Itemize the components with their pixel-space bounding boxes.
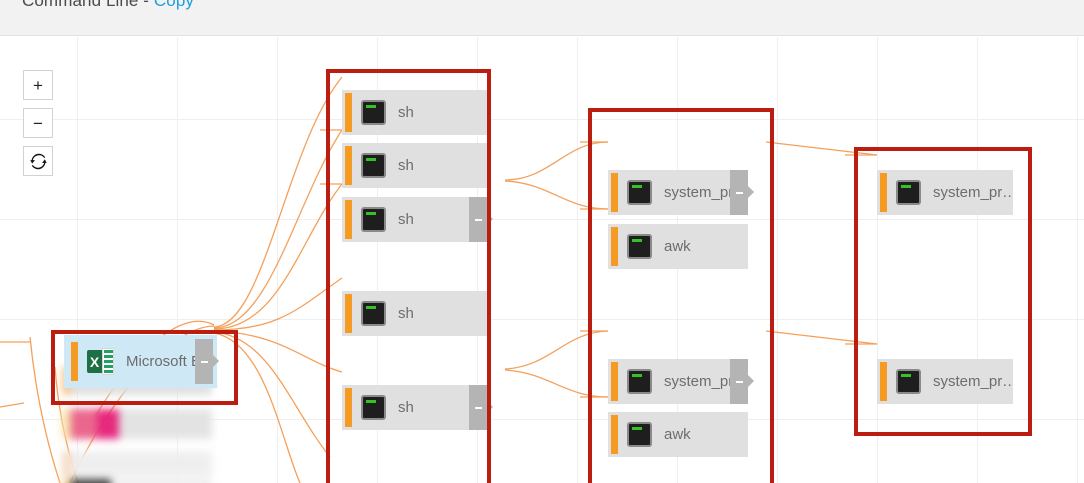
copy-link[interactable]: Copy bbox=[153, 0, 194, 10]
zoom-out-button[interactable]: − bbox=[23, 108, 53, 138]
edge-sh5-sysp2 bbox=[504, 330, 609, 370]
graph-node-sh1[interactable]: sh bbox=[342, 90, 487, 135]
node-accent-bar bbox=[345, 388, 352, 427]
node-accent-bar bbox=[345, 93, 352, 132]
edge-excel-blur1 bbox=[213, 331, 331, 458]
refresh-icon bbox=[29, 153, 47, 169]
minus-icon bbox=[735, 380, 743, 383]
graph-node-sysp3[interactable]: system_pr… bbox=[877, 170, 1013, 215]
graph-node-sh3[interactable]: sh bbox=[342, 197, 493, 242]
node-label: system_pr… bbox=[664, 373, 730, 390]
blurred-node bbox=[62, 479, 212, 483]
graph-node-excel[interactable]: X Microsoft E… bbox=[64, 335, 219, 388]
edge-sh3-sysp1 bbox=[504, 141, 609, 181]
terminal-icon bbox=[361, 301, 386, 326]
node-accent-bar bbox=[345, 200, 352, 239]
node-collapse-handle[interactable] bbox=[469, 385, 493, 430]
terminal-icon bbox=[896, 369, 921, 394]
blurred-node bbox=[62, 409, 212, 439]
node-collapse-handle[interactable] bbox=[469, 197, 493, 242]
edge-sh5-awk2 bbox=[504, 369, 609, 398]
minus-icon: − bbox=[33, 113, 43, 133]
node-label: awk bbox=[664, 238, 691, 255]
terminal-icon bbox=[627, 234, 652, 259]
terminal-icon bbox=[627, 422, 652, 447]
edge-excel-blur2 bbox=[213, 332, 301, 483]
edge-sysp1-sysp3 bbox=[765, 141, 878, 156]
node-accent-bar bbox=[345, 294, 352, 333]
zoom-in-button[interactable]: + bbox=[23, 70, 53, 100]
terminal-icon bbox=[361, 100, 386, 125]
node-accent-bar bbox=[611, 227, 618, 266]
node-label: Microsoft E… bbox=[126, 353, 195, 370]
terminal-icon bbox=[361, 207, 386, 232]
graph-node-sysp4[interactable]: system_pr… bbox=[877, 359, 1013, 404]
node-label: system_pr… bbox=[933, 373, 1013, 390]
node-accent-bar bbox=[880, 362, 887, 401]
node-accent-bar bbox=[880, 173, 887, 212]
edge-excel-sh4 bbox=[213, 277, 343, 331]
node-label: sh bbox=[398, 305, 414, 322]
graph-node-sh4[interactable]: sh bbox=[342, 291, 487, 336]
node-label: awk bbox=[664, 426, 691, 443]
node-label: sh bbox=[398, 399, 414, 416]
window-header: Command Line - Copy bbox=[0, 0, 1084, 36]
minus-icon bbox=[200, 360, 208, 363]
node-label: system_pr… bbox=[933, 184, 1013, 201]
edge-excel-sh3 bbox=[213, 183, 343, 330]
node-accent-bar bbox=[611, 362, 618, 401]
graph-node-awk2[interactable]: awk bbox=[608, 412, 748, 457]
graph-node-sh5[interactable]: sh bbox=[342, 385, 493, 430]
minus-icon bbox=[474, 218, 482, 221]
edge-excel-sh5 bbox=[213, 330, 343, 373]
node-accent-bar bbox=[345, 146, 352, 185]
page-title: Command Line - Copy bbox=[22, 0, 194, 11]
graph-node-awk1[interactable]: awk bbox=[608, 224, 748, 269]
zoom-controls: + − bbox=[23, 70, 53, 184]
minus-icon bbox=[735, 191, 743, 194]
terminal-icon bbox=[361, 395, 386, 420]
excel-icon: X bbox=[87, 348, 114, 375]
graph-node-sysp1[interactable]: system_pr… bbox=[608, 170, 754, 215]
graph-node-sh2[interactable]: sh bbox=[342, 143, 487, 188]
page-title-text: Command Line - bbox=[22, 0, 154, 10]
node-label: sh bbox=[398, 157, 414, 174]
node-label: system_pr… bbox=[664, 184, 730, 201]
node-accent-bar bbox=[611, 173, 618, 212]
node-collapse-handle[interactable] bbox=[730, 170, 754, 215]
terminal-icon bbox=[627, 180, 652, 205]
edge-sysp2-sysp4 bbox=[765, 330, 878, 345]
node-collapse-handle[interactable] bbox=[195, 339, 219, 384]
node-accent-bar bbox=[611, 415, 618, 454]
node-label: sh bbox=[398, 211, 414, 228]
node-label: sh bbox=[398, 104, 414, 121]
terminal-icon bbox=[361, 153, 386, 178]
graph-node-sysp2[interactable]: system_pr… bbox=[608, 359, 754, 404]
edge-blur-left3 bbox=[29, 336, 61, 483]
terminal-icon bbox=[896, 180, 921, 205]
node-accent-bar bbox=[71, 342, 78, 381]
edge-excel-sh2 bbox=[213, 129, 343, 329]
terminal-icon bbox=[627, 369, 652, 394]
edge-sh3-awk1 bbox=[504, 180, 609, 210]
blurred-node-cluster bbox=[62, 367, 222, 483]
node-collapse-handle[interactable] bbox=[730, 359, 754, 404]
minus-icon bbox=[474, 406, 482, 409]
zoom-reset-button[interactable] bbox=[23, 146, 53, 176]
edge-stub-offscreen2 bbox=[0, 402, 25, 408]
blurred-node bbox=[62, 451, 212, 477]
plus-icon: + bbox=[33, 75, 43, 95]
edge-excel-sh1 bbox=[213, 76, 343, 328]
